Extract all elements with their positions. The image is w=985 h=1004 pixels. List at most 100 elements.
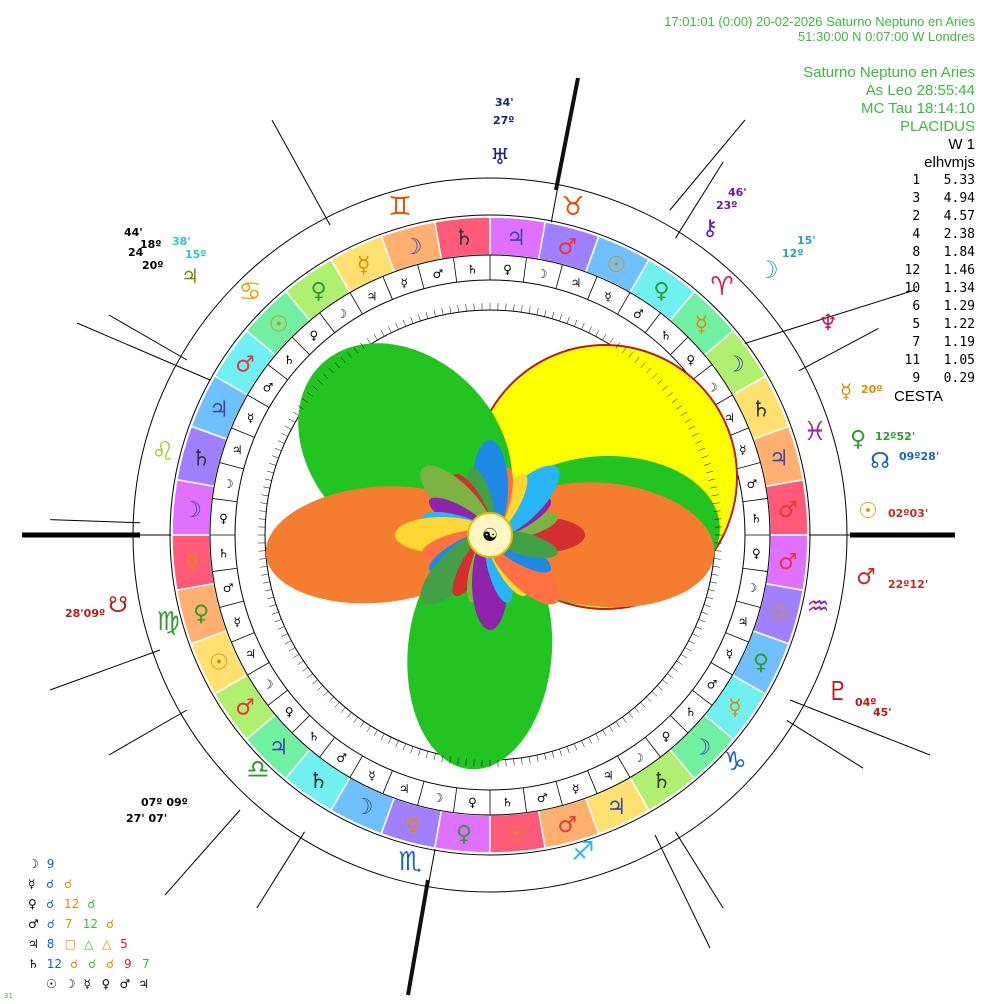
degree-tick (634, 357, 640, 363)
band-glyph: ♀ (686, 353, 695, 367)
band-glyph: ♄ (284, 353, 295, 367)
band-divider (710, 662, 733, 676)
degree-tick (297, 660, 304, 665)
degree-tick (433, 753, 436, 761)
band-divider (736, 600, 761, 608)
planet-glyph: ♇ (826, 677, 849, 707)
house-cusp (164, 809, 241, 896)
degree-tick (671, 667, 678, 672)
band-divider (417, 781, 425, 806)
degree-tick (274, 619, 282, 623)
degree-tick (346, 352, 352, 358)
ring-glyph: ☽ (403, 235, 423, 260)
aspect-value: ♃ (138, 977, 150, 991)
house-cusp (675, 831, 724, 909)
band-divider (349, 755, 363, 778)
planet-degree: 22º12' (888, 578, 928, 591)
degree-tick (322, 373, 329, 379)
degree-tick (581, 322, 585, 330)
degree-tick (312, 385, 318, 391)
band-divider (644, 312, 661, 333)
aspect-planet: ☽ (28, 857, 39, 871)
degree-tick (544, 309, 547, 317)
band-glyph: ♀ (662, 730, 671, 744)
degree-tick (701, 611, 709, 615)
band-glyph: ☽ (336, 307, 347, 321)
ring-glyph: ♃ (769, 447, 789, 472)
band-glyph: ♀ (219, 512, 228, 526)
degree-tick (595, 330, 600, 337)
band-glyph: ☿ (368, 768, 375, 782)
chart-summary: Saturno Neptuno en Aries As Leo 28:55:44… (803, 64, 975, 136)
degree-tick (410, 746, 414, 754)
degree-tick (259, 558, 267, 560)
degree-tick (521, 305, 523, 313)
band-glyph: ☽ (746, 581, 757, 595)
ring-glyph: ♃ (269, 735, 289, 760)
degree-tick (528, 756, 531, 764)
score-table: W 1 elhvmjs 1 5.33 3 4.94 2 4.57 4 2.38 … (905, 136, 975, 388)
ring-glyph: ☉ (209, 650, 229, 675)
score-row: 6 1.29 (904, 299, 975, 314)
band-glyph: ♃ (724, 411, 735, 425)
ring-glyph: ♂ (558, 235, 578, 260)
aspect-row: ☽9 (28, 854, 152, 874)
ring-glyph: ♃ (506, 226, 526, 251)
degree-tick (259, 510, 267, 512)
band-glyph: ☿ (233, 615, 240, 629)
degree-tick (281, 633, 288, 637)
degree-tick (680, 411, 687, 416)
aspect-value: ♀ (101, 977, 111, 991)
band-glyph: ♂ (746, 477, 757, 491)
band-glyph: ♃ (367, 290, 378, 304)
aspect-value: □ (64, 937, 77, 951)
degree-tick (293, 654, 300, 659)
ring-glyph: ☉ (769, 601, 789, 626)
band-glyph: ☽ (433, 791, 444, 805)
degree-tick (609, 338, 614, 345)
ring-glyph: ♂ (235, 695, 255, 720)
degree-tick (695, 440, 703, 444)
zodiac-sign: ♋ (238, 277, 261, 307)
planet-degree: 38' (172, 235, 191, 248)
degree-tick (698, 619, 706, 623)
band-divider (555, 264, 563, 289)
degree-tick (713, 558, 721, 560)
ascendant: As Leo 28:55:44 (865, 82, 975, 99)
band-glyph: ☿ (572, 782, 579, 796)
planet-degree: 09º28' (899, 450, 939, 463)
degree-tick (574, 319, 578, 327)
planet-glyph: ♅ (490, 145, 510, 170)
band-divider (670, 715, 689, 734)
degree-tick (317, 685, 323, 691)
band-divider (417, 264, 425, 289)
degree-tick (402, 743, 406, 751)
band-divider (742, 498, 768, 503)
degree-tick (711, 494, 719, 497)
house-system: PLACIDUS (899, 118, 975, 135)
band-divider (617, 292, 631, 315)
degree-tick (710, 486, 717, 489)
degree-tick (281, 433, 288, 437)
degree-tick (288, 418, 296, 423)
ring-glyph: ☉ (606, 253, 626, 278)
degree-tick (609, 725, 614, 732)
aspect-planet: ♂ (28, 917, 39, 931)
mc-arrow-top (554, 77, 580, 191)
house-cusp (49, 649, 161, 691)
degree-tick (317, 379, 323, 385)
aspect-value: ☿ (83, 977, 91, 991)
degree-tick (602, 729, 607, 737)
header-info: 17:01:01 (0:00) 20-02-2026 Saturno Neptu… (664, 14, 975, 44)
degree-tick (277, 626, 285, 630)
degree-tick (264, 589, 272, 592)
aspect-value: 5 (120, 937, 128, 951)
band-glyph: ☽ (633, 751, 644, 765)
degree-tick (684, 418, 692, 423)
degree-tick (297, 405, 304, 410)
degree-tick (646, 696, 652, 703)
degree-tick (521, 757, 523, 765)
ring-glyph: ☽ (182, 498, 202, 523)
ring-glyph: ☽ (354, 795, 374, 820)
